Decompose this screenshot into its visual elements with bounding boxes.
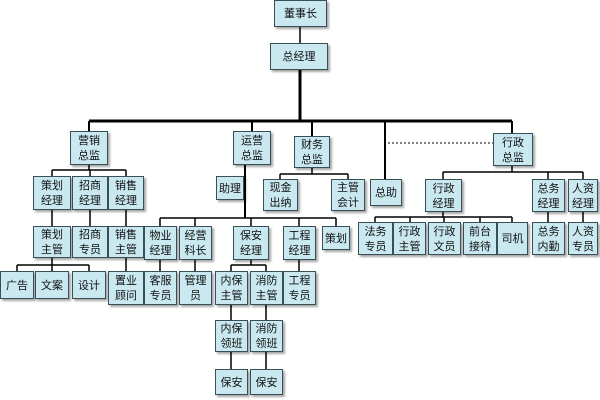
node-driver: 司机 xyxy=(497,222,528,255)
node-assistant: 助理 xyxy=(216,176,244,200)
node-operations-director: 运营 总监 xyxy=(233,131,271,165)
node-label: 运营 总监 xyxy=(241,134,263,162)
node-label: 广告 xyxy=(6,278,28,292)
node-investment-manager: 招商 经理 xyxy=(72,176,108,210)
node-planning-supervisor: 策划 主管 xyxy=(33,226,71,258)
node-label: 物业 经理 xyxy=(149,229,172,257)
node-security-guard-2: 保安 xyxy=(250,369,283,395)
node-label: 司机 xyxy=(501,232,524,245)
node-admin-director: 行政 总监 xyxy=(493,133,533,166)
node-label: 工程 经理 xyxy=(288,229,311,257)
node-label: 内保 主管 xyxy=(220,274,243,302)
node-label: 策划 xyxy=(325,231,347,245)
node-administrator: 管理 员 xyxy=(179,271,212,305)
node-label: 总务 内勤 xyxy=(537,224,560,253)
node-security-manager: 保安 经理 xyxy=(233,226,269,260)
node-engineering-specialist: 工程 专员 xyxy=(283,271,316,305)
node-label: 行政 主管 xyxy=(398,224,421,253)
node-label: 主管 会计 xyxy=(337,181,359,209)
node-label: 法务 专员 xyxy=(364,224,387,253)
node-finance-director: 财务 总监 xyxy=(294,136,330,168)
node-label: 助理 xyxy=(219,181,241,195)
node-label: 客服 专员 xyxy=(149,274,172,302)
node-ops-planning: 策划 xyxy=(322,226,350,250)
node-label: 营销 总监 xyxy=(78,134,100,162)
node-label: 文案 xyxy=(41,278,63,292)
node-general-manager: 总经理 xyxy=(270,43,328,70)
node-label: 经营 科长 xyxy=(184,229,207,257)
node-label: 策划 主管 xyxy=(41,228,63,256)
node-label: 招商 专员 xyxy=(79,228,101,256)
node-label: 销售 经理 xyxy=(115,179,137,207)
node-label: 总助 xyxy=(375,186,397,199)
node-label: 置业 顾问 xyxy=(115,274,137,302)
node-chairman: 董事长 xyxy=(274,0,327,27)
node-admin-supervisor: 行政 主管 xyxy=(393,222,426,255)
node-sales-supervisor: 销售 主管 xyxy=(108,226,144,258)
node-label: 管理 员 xyxy=(184,274,207,302)
node-label: 招商 经理 xyxy=(79,179,101,207)
node-hr-specialist: 人资 专员 xyxy=(568,222,598,255)
node-label: 人资 专员 xyxy=(572,224,594,253)
node-label: 行政 文员 xyxy=(433,224,456,253)
node-cashier: 现金 出纳 xyxy=(263,179,298,211)
node-fire-safety-supervisor: 消防 主管 xyxy=(250,271,283,305)
node-legal-specialist: 法务 专员 xyxy=(358,222,393,255)
node-label: 董事长 xyxy=(284,7,317,20)
node-label: 销售 主管 xyxy=(115,228,137,256)
node-internal-security-foreman: 内保 领班 xyxy=(215,320,248,352)
node-label: 消防 主管 xyxy=(255,274,278,302)
node-label: 行政 总监 xyxy=(502,135,524,164)
node-customer-service-specialist: 客服 专员 xyxy=(144,271,177,305)
node-marketing-director: 营销 总监 xyxy=(70,131,108,165)
node-design: 设计 xyxy=(72,271,106,299)
node-property-manager: 物业 经理 xyxy=(144,226,177,260)
node-assistant-to-gm: 总助 xyxy=(370,179,402,206)
node-copywriting: 文案 xyxy=(35,271,69,299)
node-general-affairs-manager: 总务 经理 xyxy=(532,179,565,212)
node-label: 设计 xyxy=(78,278,100,292)
node-label: 保安 xyxy=(220,375,243,389)
node-label: 工程 专员 xyxy=(288,274,311,302)
node-realty-consultant: 置业 顾问 xyxy=(108,271,144,305)
node-label: 总经理 xyxy=(282,50,316,63)
node-label: 内保 领班 xyxy=(220,322,243,350)
node-label: 财务 总监 xyxy=(301,138,323,166)
node-label: 策划 经理 xyxy=(41,179,63,207)
node-sales-manager: 销售 经理 xyxy=(108,176,144,210)
node-internal-security-supervisor: 内保 主管 xyxy=(215,271,248,305)
node-security-guard-1: 保安 xyxy=(215,369,248,395)
node-reception: 前台 接待 xyxy=(463,222,497,255)
node-label: 前台 接待 xyxy=(469,224,491,253)
node-label: 总务 经理 xyxy=(537,181,560,210)
node-planning-manager: 策划 经理 xyxy=(33,176,71,210)
node-label: 消防 领班 xyxy=(255,322,278,350)
node-fire-safety-foreman: 消防 领班 xyxy=(250,320,283,352)
node-hr-manager: 人资 经理 xyxy=(568,179,598,212)
node-admin-manager: 行政 经理 xyxy=(425,179,462,212)
node-admin-clerk: 行政 文员 xyxy=(428,222,461,255)
node-general-affairs-attendant: 总务 内勤 xyxy=(532,222,565,255)
node-chief-accountant: 主管 会计 xyxy=(331,179,365,211)
node-label: 行政 经理 xyxy=(432,181,455,210)
node-label: 人资 经理 xyxy=(572,181,594,210)
node-engineering-manager: 工程 经理 xyxy=(283,226,316,260)
node-business-section-chief: 经营 科长 xyxy=(179,226,212,260)
node-investment-specialist: 招商 专员 xyxy=(72,226,108,258)
node-label: 保安 xyxy=(255,375,278,389)
node-label: 保安 经理 xyxy=(240,229,262,257)
node-advertising: 广告 xyxy=(0,271,34,299)
node-label: 现金 出纳 xyxy=(269,181,292,209)
